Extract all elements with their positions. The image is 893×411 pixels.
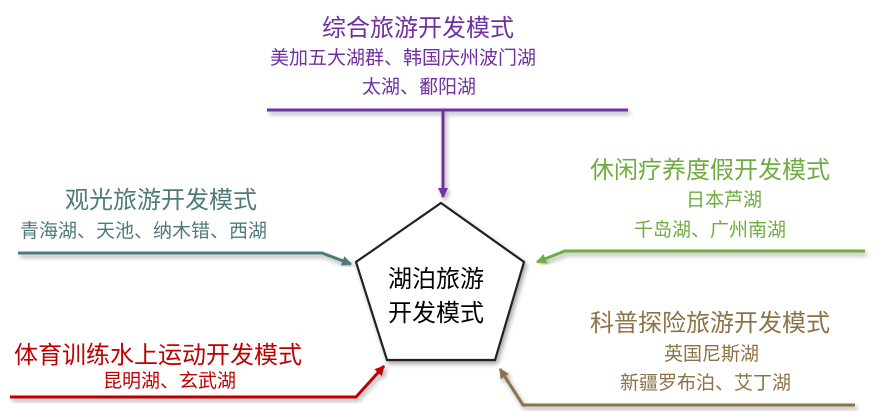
mode-comprehensive-title: 综合旅游开发模式 xyxy=(322,14,514,42)
mode-leisure-title: 休闲疗养度假开发模式 xyxy=(590,156,830,184)
mode-leisure-examples-2: 千岛湖、广州南湖 xyxy=(634,219,787,241)
mode-sightseeing-title: 观光旅游开发模式 xyxy=(65,186,257,214)
mode-science-examples-2: 新疆罗布泊、艾丁湖 xyxy=(620,372,792,394)
connector-sightseeing xyxy=(18,251,352,266)
center-label-line1: 湖泊旅游 xyxy=(388,265,484,293)
mode-comprehensive-examples-1: 美加五大湖群、韩国庆州波门湖 xyxy=(270,47,537,69)
connector-sports xyxy=(10,364,386,399)
center-label-line2: 开发模式 xyxy=(388,299,484,327)
mode-sightseeing-examples: 青海湖、天池、纳木错、西湖 xyxy=(20,220,268,242)
mode-science-examples-1: 英国尼斯湖 xyxy=(664,343,760,365)
connector-comprehensive xyxy=(267,108,628,198)
mode-leisure-examples-1: 日本芦湖 xyxy=(686,189,763,211)
connector-leisure xyxy=(536,249,865,264)
center-label: 湖泊旅游 开发模式 xyxy=(352,262,520,330)
mode-comprehensive-examples-2: 太湖、鄱阳湖 xyxy=(362,76,477,98)
mode-science-title: 科普探险旅游开发模式 xyxy=(590,309,830,337)
connector-science xyxy=(498,368,855,407)
mode-sports-examples: 昆明湖、玄武湖 xyxy=(103,370,237,392)
mode-sports-title: 体育训练水上运动开发模式 xyxy=(14,341,302,369)
center-pentagon xyxy=(354,201,526,362)
